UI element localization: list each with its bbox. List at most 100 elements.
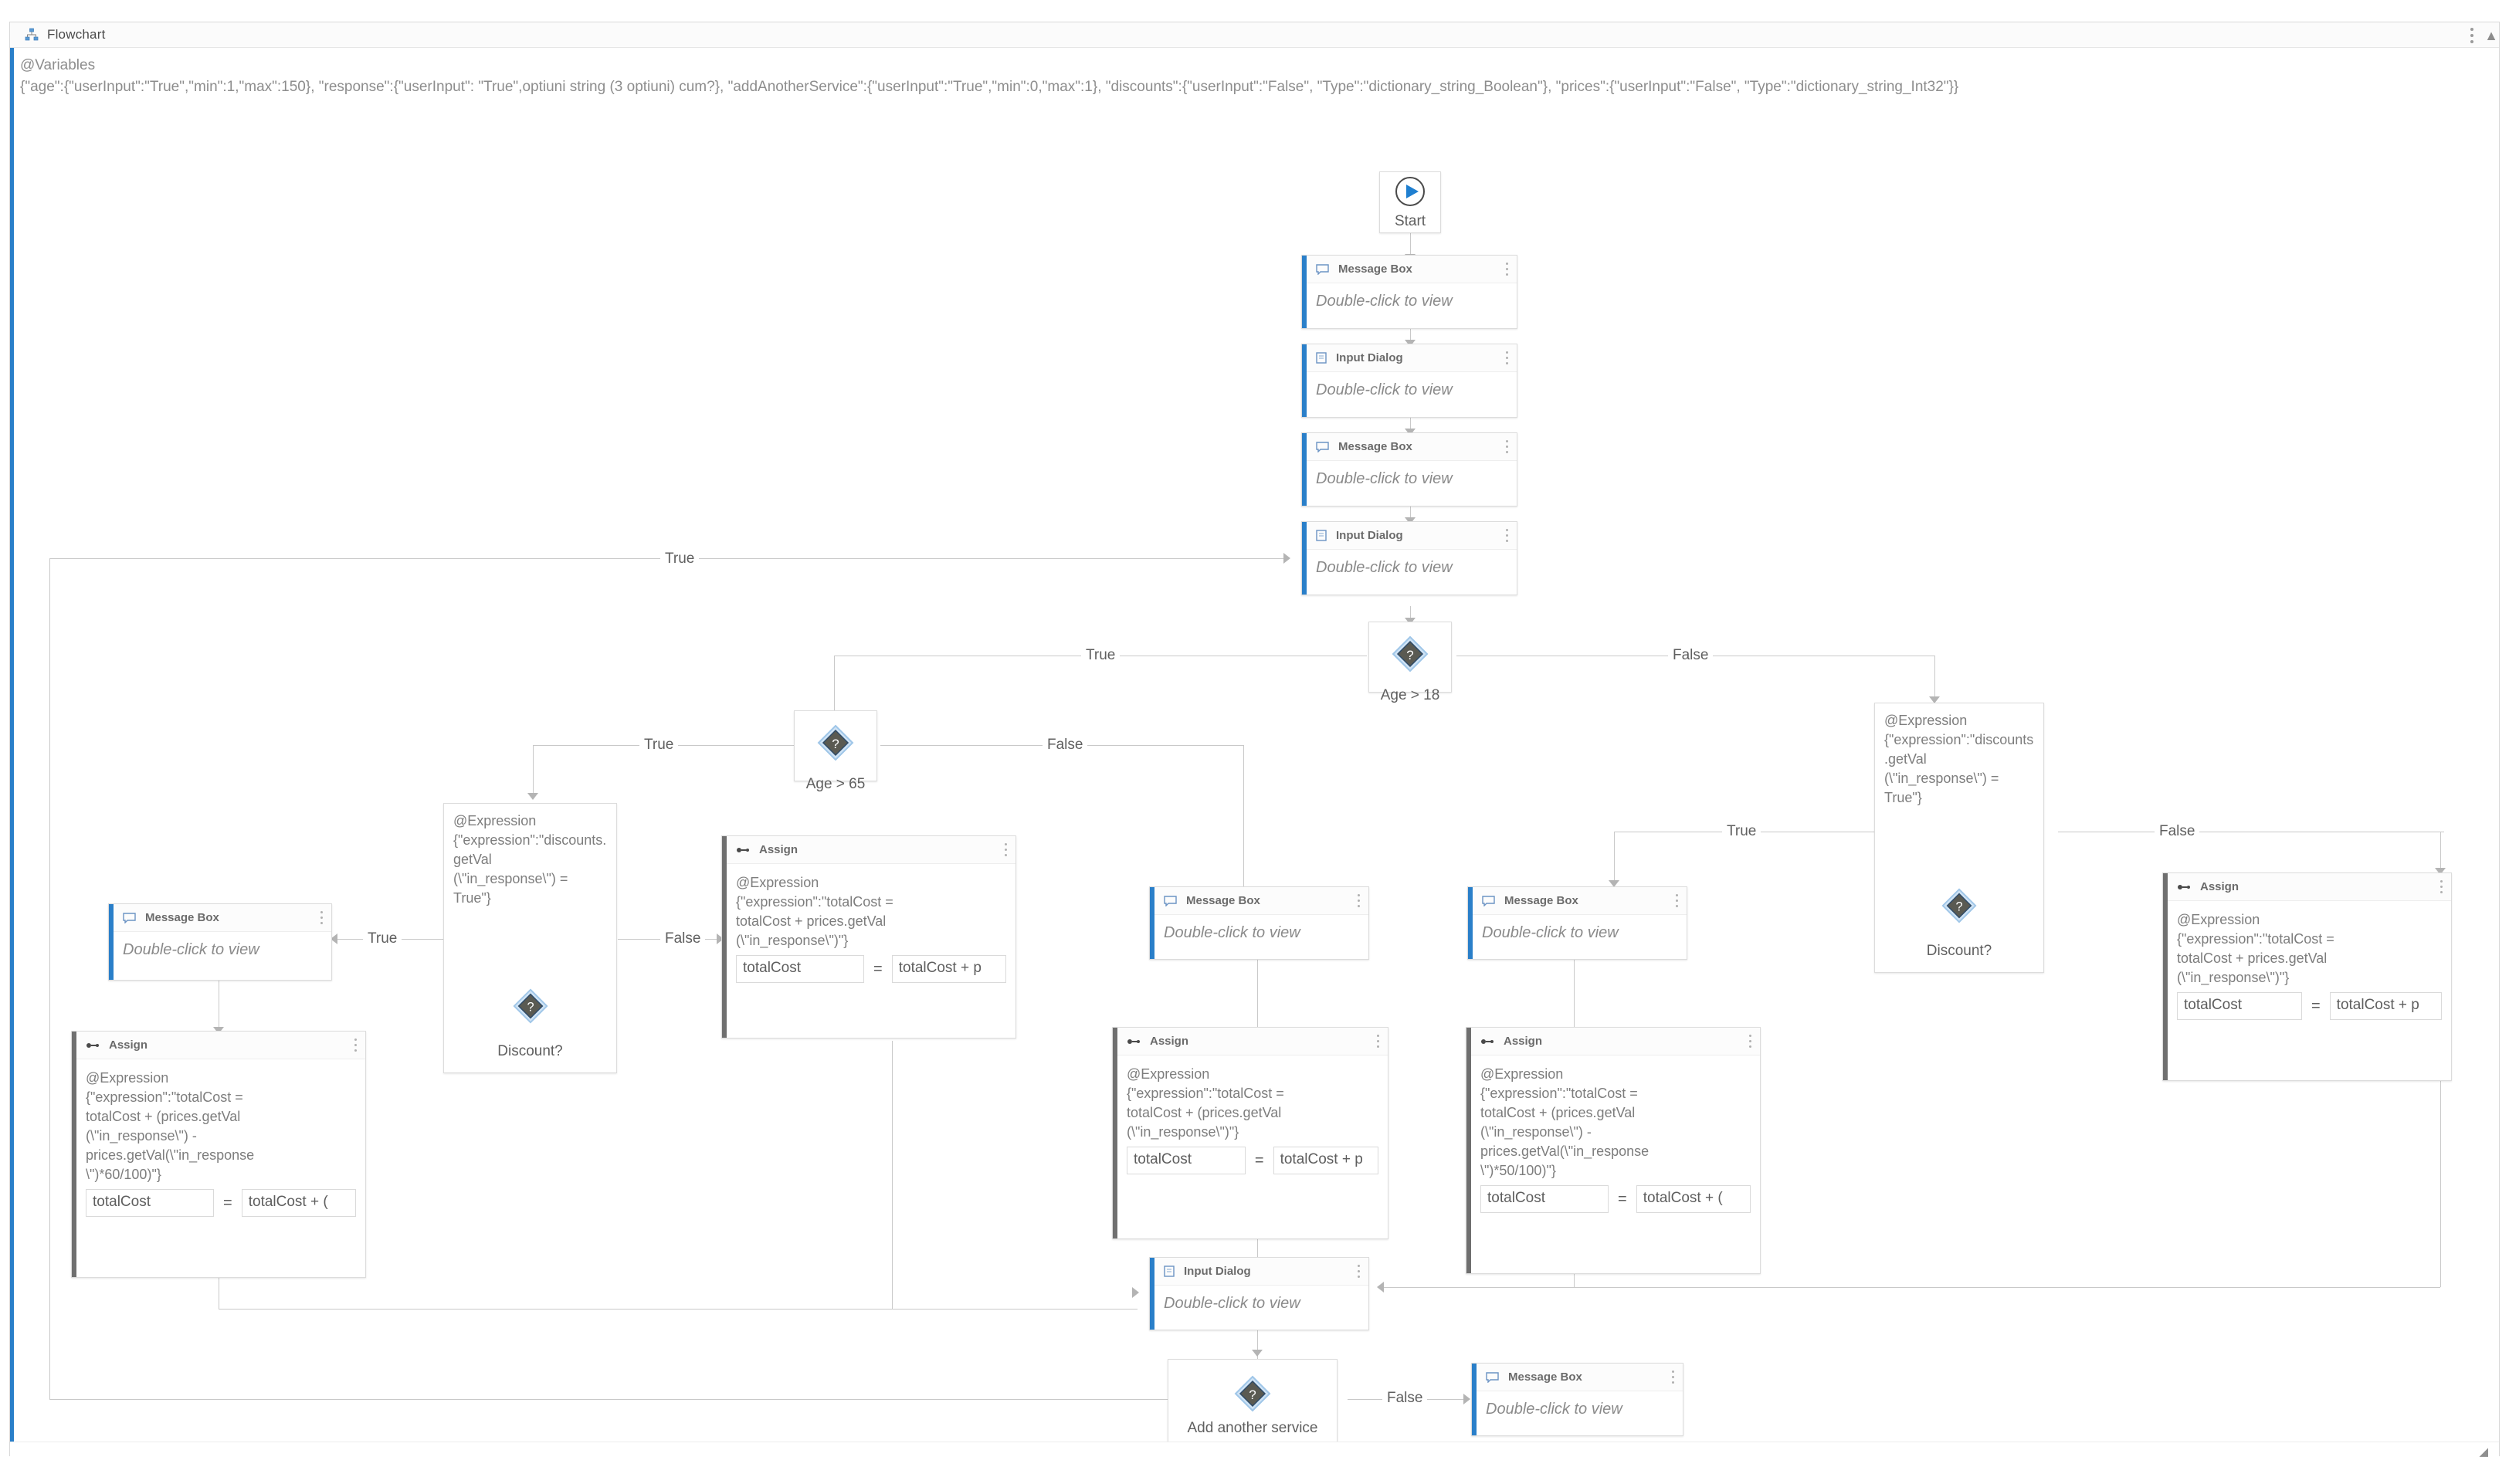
node-body: Double-click to view (1302, 283, 1517, 320)
node-header: Assign (2163, 873, 2451, 901)
node-input-dialog-bottom[interactable]: Input Dialog Double-click to view (1149, 1257, 1369, 1330)
edge-input1-msg2 (1410, 417, 1411, 435)
node-kebab-icon[interactable] (1505, 440, 1509, 453)
node-kebab-icon[interactable] (1505, 263, 1509, 276)
collapse-icon[interactable]: ▲ (2484, 28, 2498, 43)
node-accent-bar (1302, 256, 1307, 328)
play-icon (1393, 174, 1427, 212)
node-discount-left[interactable]: @Expression {"expression":"discounts.get… (443, 803, 617, 1073)
node-decision-age-18[interactable]: ? Age > 18 (1368, 622, 1452, 703)
arrowhead (1405, 429, 1416, 435)
node-body: @Expression {"expression":"totalCost = t… (1466, 1055, 1760, 1185)
node-body: Double-click to view (1472, 1391, 1683, 1428)
node-message-box-mid-2[interactable]: Message Box Double-click to view (1467, 886, 1687, 960)
resize-grip-icon[interactable]: ◢ (2479, 1445, 2488, 1459)
node-kebab-icon[interactable] (1004, 843, 1008, 856)
node-discount-right[interactable]: @Expression {"expression":"discounts.get… (1874, 703, 2044, 973)
node-kebab-icon[interactable] (1376, 1035, 1380, 1048)
node-message-box-left[interactable]: Message Box Double-click to view (108, 903, 332, 981)
edge-msg1-input1 (1410, 328, 1411, 347)
edge-label-age65-true: True (639, 737, 679, 754)
node-message-box-2[interactable]: Message Box Double-click to view (1301, 432, 1517, 507)
message-box-icon (1316, 263, 1329, 275)
node-assign-age65[interactable]: Assign @Expression {"expression":"totalC… (721, 835, 1016, 1038)
node-input-dialog-1[interactable]: Input Dialog Double-click to view (1301, 344, 1517, 418)
node-decision-label: Discount? (497, 1043, 563, 1059)
node-body: Double-click to view (1150, 915, 1368, 951)
decision-diamond-icon: ? (1390, 634, 1430, 678)
node-title: Assign (2200, 880, 2239, 893)
assign-value-field[interactable]: totalCost + ( (241, 1189, 356, 1217)
arrowhead (1609, 880, 1619, 887)
node-kebab-icon[interactable] (320, 911, 324, 924)
node-kebab-icon[interactable] (1671, 1370, 1675, 1384)
node-message-box-final[interactable]: Message Box Double-click to view (1471, 1363, 1683, 1436)
edge-label-discount-left-true: True (363, 930, 402, 947)
node-message-box-mid-1[interactable]: Message Box Double-click to view (1149, 886, 1369, 960)
node-assign-mid-1[interactable]: Assign @Expression {"expression":"totalC… (1112, 1027, 1388, 1239)
node-header: Assign (1466, 1028, 1760, 1055)
node-kebab-icon[interactable] (354, 1038, 358, 1052)
node-body: Double-click to view (1150, 1286, 1368, 1322)
node-kebab-icon[interactable] (1505, 529, 1509, 542)
node-decision-label: Discount? (1926, 943, 1992, 959)
flowchart-panel (9, 22, 2500, 1456)
node-message-box-1[interactable]: Message Box Double-click to view (1301, 255, 1517, 329)
node-title: Assign (759, 843, 798, 856)
edge-age18-true-v (834, 656, 835, 725)
assign-target-field[interactable]: totalCost (86, 1189, 215, 1217)
node-decision-add-another-service[interactable]: ? Add another service (1168, 1359, 1338, 1444)
node-body: Double-click to view (109, 932, 331, 968)
node-assign-left[interactable]: Assign @Expression {"expression":"totalC… (71, 1031, 366, 1278)
svg-text:?: ? (832, 737, 839, 751)
edge-label-discount-left-false: False (660, 930, 706, 947)
edge-addservice-true-h (49, 1399, 1169, 1400)
node-title: Input Dialog (1336, 351, 1403, 364)
node-body-text: Double-click to view (1486, 1401, 1622, 1418)
node-accent-bar (1150, 1258, 1154, 1330)
assign-fields: totalCost = totalCost + ( (1466, 1185, 1760, 1224)
node-kebab-icon[interactable] (1357, 1265, 1361, 1278)
kebab-menu-icon[interactable] (2470, 28, 2473, 43)
node-accent-bar (2163, 873, 2168, 1080)
assign-target-field[interactable]: totalCost (736, 955, 865, 983)
edge-assignmid2-loop-h (1382, 1287, 1574, 1288)
node-start[interactable]: Start (1379, 171, 1441, 233)
node-kebab-icon[interactable] (2439, 880, 2443, 893)
node-assign-mid-2[interactable]: Assign @Expression {"expression":"totalC… (1466, 1027, 1761, 1274)
node-body-text: Double-click to view (1316, 293, 1453, 310)
node-kebab-icon[interactable] (1675, 894, 1679, 907)
panel-title-bar: Flowchart (10, 22, 2499, 48)
assign-value-field[interactable]: totalCost + p (1273, 1147, 1378, 1174)
node-expression-text: @Expression {"expression":"discounts.get… (1884, 713, 2034, 805)
edge-age65-true-h (533, 745, 834, 746)
message-box-icon (1482, 895, 1495, 906)
assign-value-field[interactable]: totalCost + ( (1636, 1185, 1751, 1213)
node-decision-age-65[interactable]: ? Age > 65 (794, 710, 877, 792)
arrowhead (1405, 618, 1416, 625)
edge-msgmid1-assignmid1 (1257, 957, 1258, 1038)
assign-target-field[interactable]: totalCost (2177, 992, 2302, 1020)
assign-icon (1127, 1037, 1141, 1046)
assign-target-field[interactable]: totalCost (1127, 1147, 1246, 1174)
node-assign-right[interactable]: Assign @Expression {"expression":"totalC… (2162, 872, 2452, 1081)
node-body-text: Double-click to view (1164, 1295, 1300, 1312)
assign-equals: = (1254, 1151, 1264, 1169)
node-kebab-icon[interactable] (1505, 351, 1509, 364)
edge-assignright-loop-h (1574, 1287, 2440, 1288)
node-kebab-icon[interactable] (1357, 894, 1361, 907)
node-body-text: Double-click to view (1316, 381, 1453, 398)
node-kebab-icon[interactable] (1748, 1035, 1752, 1048)
node-input-dialog-2[interactable]: Input Dialog Double-click to view (1301, 521, 1517, 595)
assign-value-field[interactable]: totalCost + p (891, 955, 1006, 983)
arrowhead (1377, 1282, 1384, 1293)
assign-icon (86, 1041, 100, 1050)
message-box-icon (1316, 441, 1329, 452)
assign-value-field[interactable]: totalCost + p (2329, 992, 2442, 1020)
variables-body: {"age":{"userInput":"True","min":1,"max"… (20, 79, 1959, 95)
assign-target-field[interactable]: totalCost (1480, 1185, 1609, 1213)
node-header: Input Dialog (1302, 522, 1517, 550)
node-title: Message Box (1338, 440, 1412, 453)
assign-icon (1480, 1037, 1494, 1046)
